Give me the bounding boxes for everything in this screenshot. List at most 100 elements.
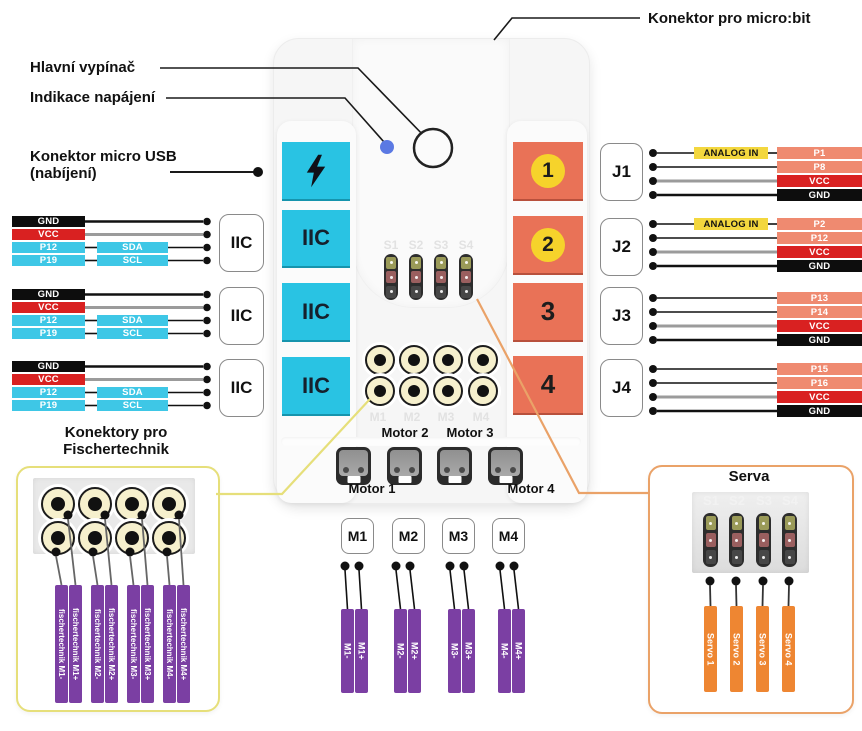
pin-label: VCC <box>809 246 830 258</box>
usb-power-block <box>282 142 350 201</box>
pin-bar-p12: P12 <box>12 242 85 253</box>
iic-box-label: IIC <box>230 306 253 325</box>
fischertechnik-cable: fischertechnik M2+ <box>105 585 118 703</box>
usb-label-line1: Konektor micro USB <box>30 148 177 165</box>
power-indicator-label: Indikace napájení <box>30 89 156 106</box>
fischertechnik-title-line2: Fischertechnik <box>63 441 169 458</box>
board-iic-block-3: IIC <box>282 357 350 416</box>
pin-label: GND <box>37 361 60 372</box>
fischertechnik-jack <box>115 487 149 521</box>
motor-connector-1 <box>336 447 371 485</box>
fischertechnik-jack <box>41 487 75 521</box>
pin-label: P12 <box>810 232 829 244</box>
board-iic-block-1: IIC <box>282 210 350 268</box>
serva-pin-header <box>756 513 771 567</box>
board-jack <box>365 376 395 406</box>
motor-box-m4: M4 <box>492 518 525 554</box>
motor-cable: M1+ <box>355 609 368 693</box>
motor-cable-label: M3- <box>449 643 460 659</box>
fischertechnik-cable: fischertechnik M1- <box>55 585 68 703</box>
motor-cable-label: M2- <box>395 643 406 659</box>
channel-number: 1 <box>542 158 554 182</box>
pin-bar-p15: P15 <box>777 363 862 375</box>
motor-cable-label: M4- <box>499 643 510 659</box>
pin-bar-vcc: VCC <box>777 246 862 258</box>
pin-bar-p19: P19 <box>12 328 85 339</box>
pin-label: P19 <box>39 400 58 411</box>
board-groove <box>281 437 581 446</box>
channel-badge: 1 <box>531 153 565 188</box>
channel-square-2: 2 <box>513 216 583 275</box>
pin-label: GND <box>808 189 831 201</box>
pin-bar-gnd: GND <box>12 216 85 227</box>
board-jack <box>433 376 463 406</box>
board-jack <box>399 345 429 375</box>
pin-label: VCC <box>38 374 59 385</box>
fischertechnik-jack <box>115 521 149 555</box>
fischertechnik-cable-label: fischertechnik M4+ <box>179 607 188 681</box>
pin-bar-scl: SCL <box>97 400 168 411</box>
microbit-slot <box>352 39 510 308</box>
pin-bar-vcc: VCC <box>777 320 862 332</box>
motor-label-4: Motor 4 <box>507 481 555 496</box>
motor-connector-4 <box>488 447 523 485</box>
pin-label: P14 <box>810 306 829 318</box>
board-iic-label: IIC <box>301 298 331 324</box>
pin-bar-gnd: GND <box>777 334 862 346</box>
motor-cable-label: M4+ <box>513 642 524 660</box>
pin-label: GND <box>808 334 831 346</box>
pin-alias: SDA <box>122 387 143 398</box>
pin-bar-p12: P12 <box>777 232 862 244</box>
motor-box-label: M4 <box>498 528 519 544</box>
jack-box-j2: J2 <box>600 218 643 276</box>
fischertechnik-jack <box>78 521 112 555</box>
motor-box-label: M2 <box>398 528 419 544</box>
jack-box-label: J4 <box>612 378 631 397</box>
pin-label: P16 <box>810 377 829 389</box>
servo-pin-header <box>434 254 448 300</box>
board-servo-header-label: S2 <box>408 238 424 252</box>
motor-cable: M3+ <box>462 609 475 693</box>
pin-label: VCC <box>38 302 59 313</box>
pin-bar-p16: P16 <box>777 377 862 389</box>
motor-cable: M4+ <box>512 609 525 693</box>
pin-bar-sda: SDA <box>97 315 168 326</box>
servo-cable: Servo 1 <box>704 606 717 692</box>
jack-box-j3: J3 <box>600 287 643 345</box>
fischertechnik-jack <box>152 487 186 521</box>
board-servo-header-label: S4 <box>458 238 474 252</box>
servo-cable: Servo 2 <box>730 606 743 692</box>
main-switch-label: Hlavní vypínač <box>30 59 136 76</box>
motor-cable-label: M1+ <box>356 642 367 660</box>
pin-label: P13 <box>810 292 829 304</box>
motor-connector-3 <box>437 447 472 485</box>
usb-endpoint-dot <box>253 167 263 177</box>
analog-in-label: ANALOG IN <box>703 147 759 159</box>
pin-label: VCC <box>809 175 830 187</box>
fischertechnik-jack <box>152 521 186 555</box>
pin-label: GND <box>37 289 60 300</box>
pin-alias: SCL <box>122 400 143 411</box>
pin-bar-p19: P19 <box>12 400 85 411</box>
pin-label: P19 <box>39 255 58 266</box>
servo-cable-label: Servo 1 <box>705 632 716 666</box>
pin-alias: SCL <box>122 255 143 266</box>
pin-bar-gnd: GND <box>777 260 862 272</box>
jack-box-label: J1 <box>612 162 631 181</box>
fischertechnik-cable: fischertechnik M1+ <box>69 585 82 703</box>
board-jack <box>433 345 463 375</box>
pin-label: P15 <box>810 363 829 375</box>
pin-label: P19 <box>39 328 58 339</box>
board-iic-block-2: IIC <box>282 283 350 342</box>
motor-box-label: M1 <box>347 528 368 544</box>
pin-bar-vcc: VCC <box>777 391 862 403</box>
pin-bar-gnd: GND <box>777 189 862 201</box>
channel-square-3: 3 <box>513 283 583 342</box>
pin-bar-p19: P19 <box>12 255 85 266</box>
pin-bar-p13: P13 <box>777 292 862 304</box>
pin-bar-gnd: GND <box>12 361 85 372</box>
fischertechnik-cable: fischertechnik M3- <box>127 585 140 703</box>
motor-connector-2 <box>387 447 422 485</box>
jack-box-j4: J4 <box>600 359 643 417</box>
